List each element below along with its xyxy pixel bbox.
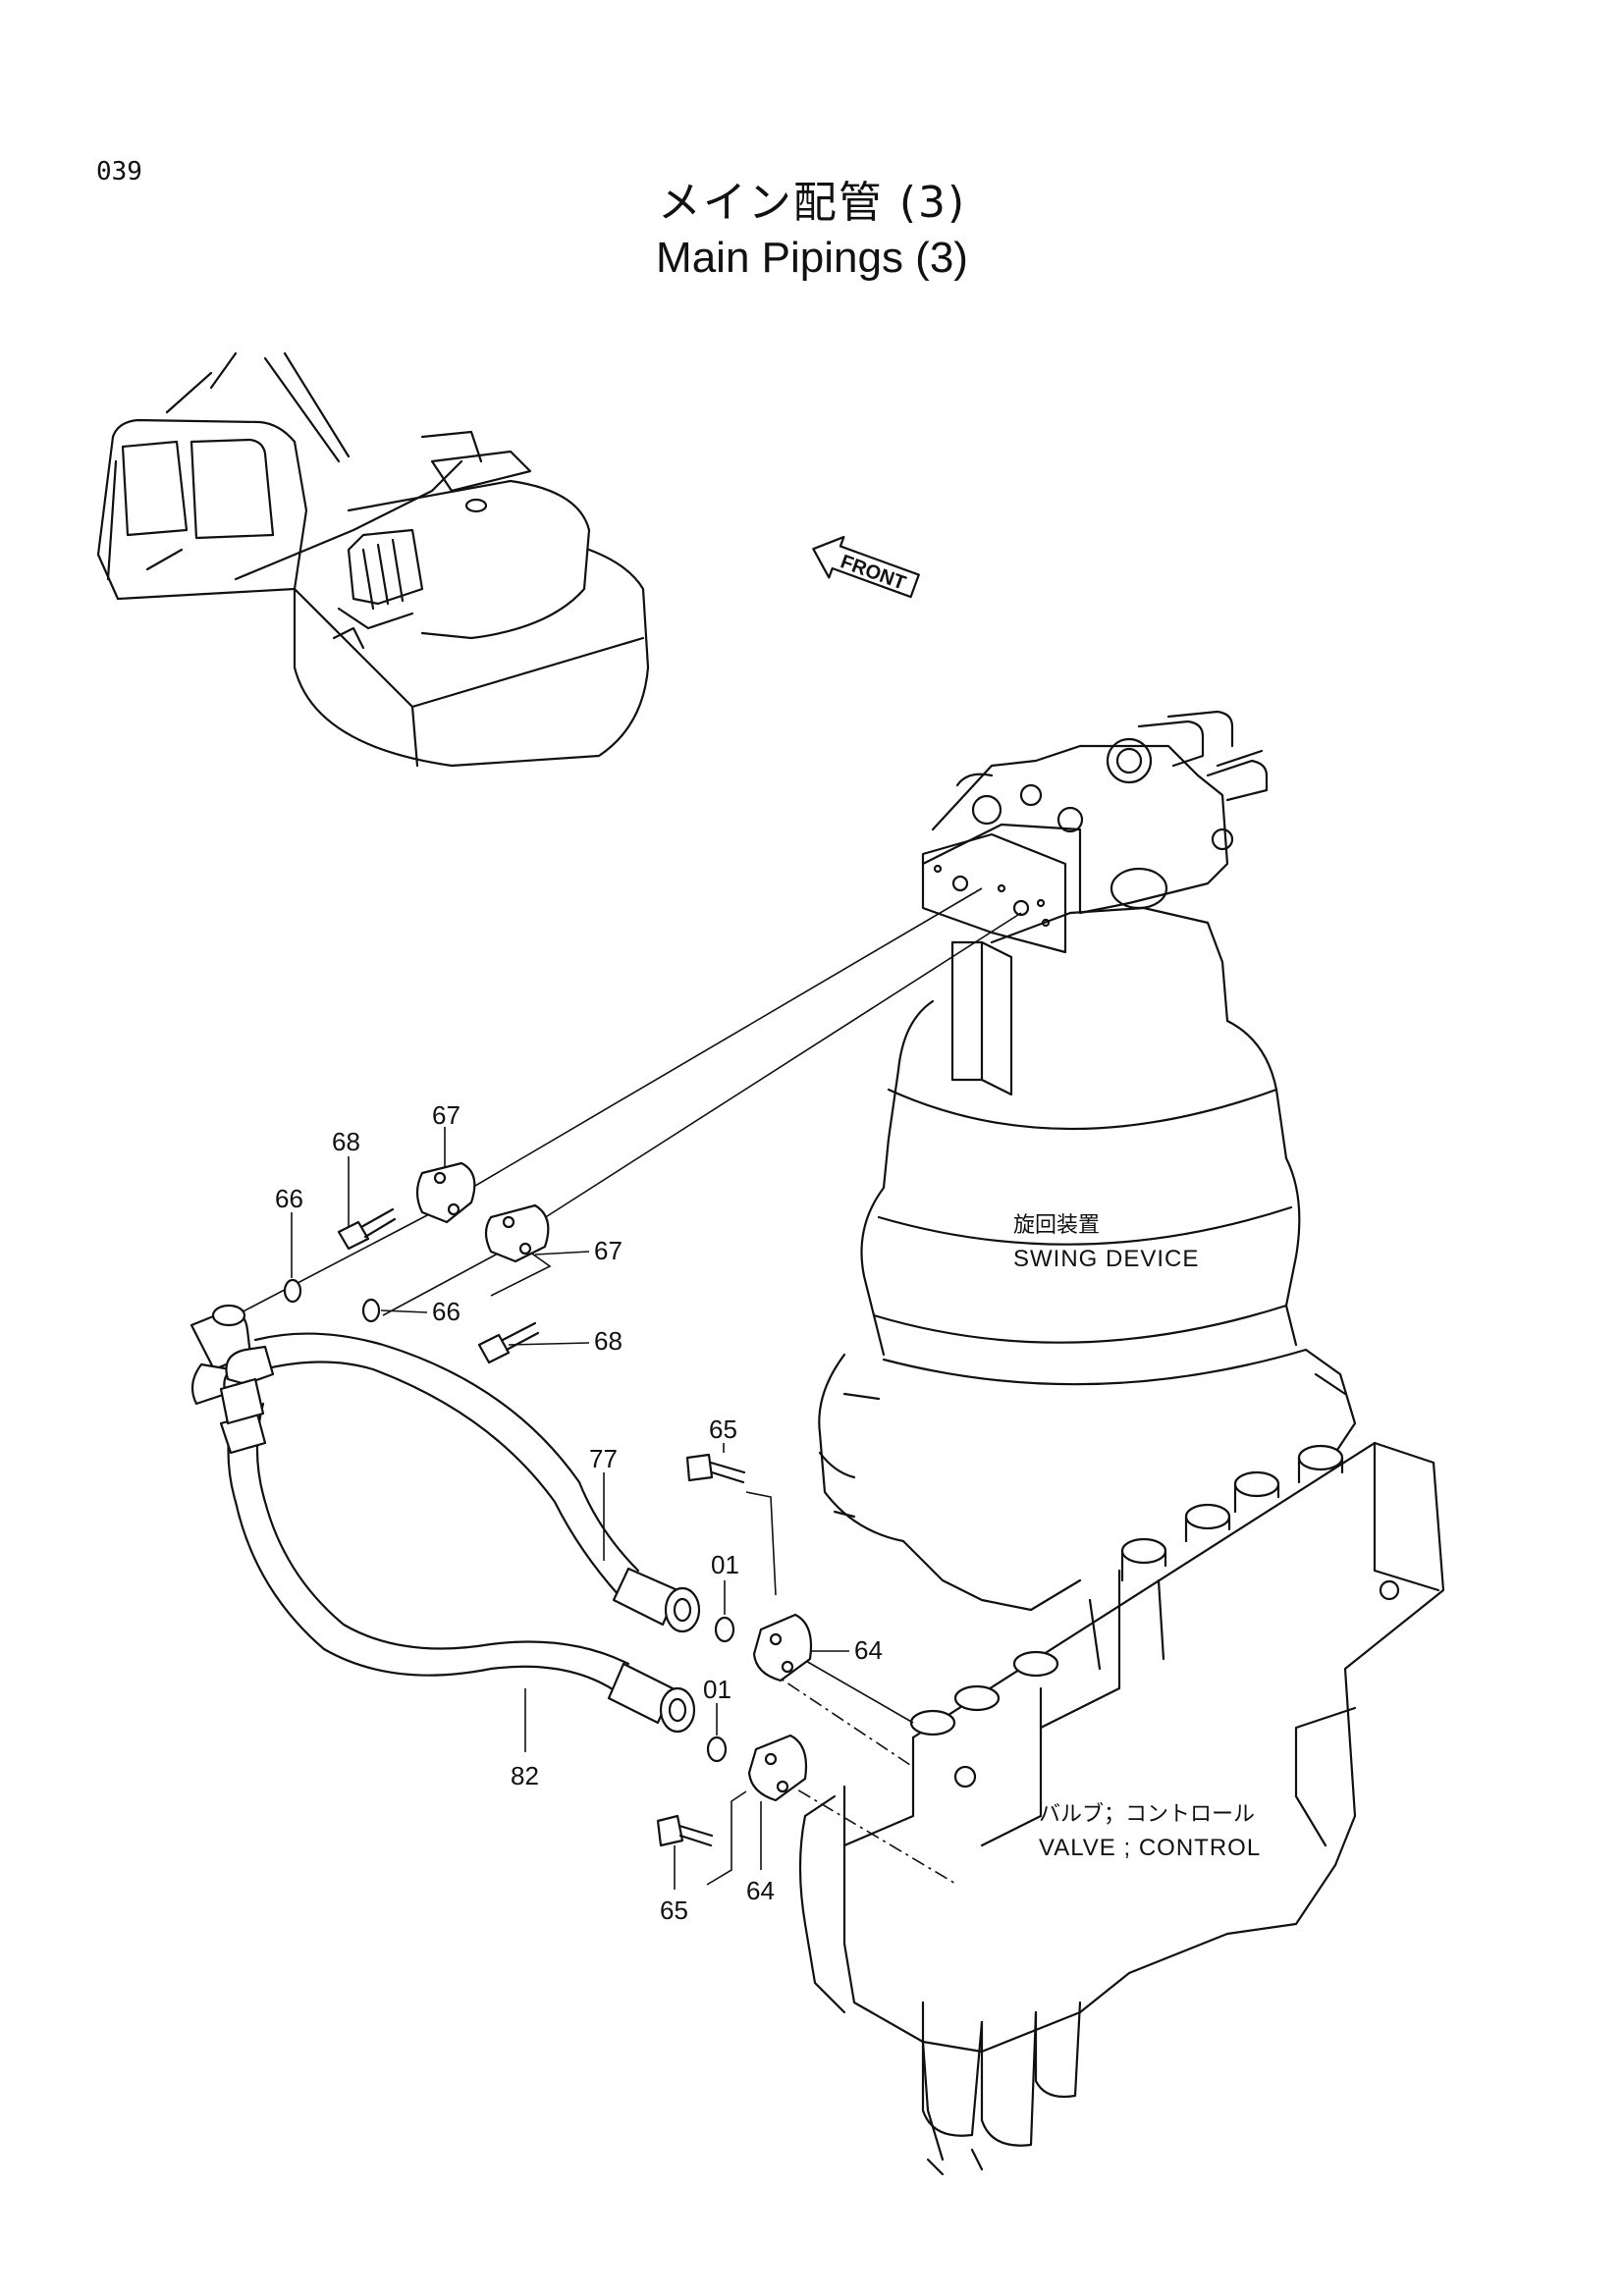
- split-flange-67-lower: [484, 1203, 550, 1263]
- connection-lines: [235, 887, 1022, 1886]
- bolt-65-upper: [685, 1453, 746, 1484]
- callout-82: 82: [511, 1761, 539, 1790]
- callout-64-upper: 64: [854, 1635, 883, 1665]
- callout-65-lower: 65: [660, 1896, 688, 1925]
- callout-77: 77: [589, 1444, 618, 1473]
- callout-68-lower: 68: [594, 1326, 623, 1356]
- hose-77: [253, 1332, 701, 1633]
- split-flange-64-lower: [747, 1734, 808, 1802]
- component-captions: 旋回装置 SWING DEVICE バルブ；コントロール VALVE ; CON…: [1013, 1213, 1261, 1861]
- split-flange-64-upper: [752, 1613, 813, 1682]
- callout-67-lower: 67: [594, 1236, 623, 1265]
- o-ring-66-lower: [361, 1298, 381, 1323]
- swing-device-label-en: SWING DEVICE: [1013, 1246, 1199, 1272]
- callout-01-lower: 01: [703, 1675, 731, 1704]
- control-valve-illustration: [798, 1441, 1445, 2176]
- valve-spool-caps: [909, 1444, 1344, 1736]
- callout-67-upper: 67: [432, 1100, 460, 1130]
- callout-66-upper: 66: [275, 1184, 303, 1213]
- control-valve-label-en: VALVE ; CONTROL: [1039, 1835, 1261, 1861]
- split-flange-67-upper: [415, 1161, 476, 1224]
- callout-66-lower: 66: [432, 1297, 460, 1326]
- bolt-68-lower: [477, 1321, 540, 1364]
- callout-68-upper: 68: [332, 1127, 360, 1156]
- callout-65-upper: 65: [709, 1415, 737, 1444]
- swing-device-illustration: [818, 710, 1357, 1612]
- page-number: 039: [96, 157, 142, 187]
- bolt-65-lower: [656, 1814, 714, 1847]
- excavator-overview-illustration: [96, 351, 650, 768]
- callout-01-upper: 01: [711, 1550, 739, 1579]
- hose-82: [219, 1392, 696, 1734]
- bolt-68-upper: [337, 1207, 397, 1251]
- callout-64-lower: 64: [746, 1876, 775, 1905]
- o-ring-01-upper: [714, 1616, 735, 1643]
- title-block: メイン配管 (3) Main Pipings (3): [0, 167, 1624, 283]
- o-ring-01-lower: [706, 1735, 728, 1763]
- title-english: Main Pipings (3): [656, 234, 968, 282]
- front-direction-arrow: FRONT: [812, 535, 920, 599]
- control-valve-label-jp: バルブ；コントロール: [1039, 1802, 1255, 1827]
- callout-leaders: [291, 1127, 849, 1890]
- callout-numbers: 67 68 66 67 66 68 65 77 01 64 01 82 64 6…: [275, 1100, 883, 1925]
- title-japanese: メイン配管 (3): [657, 178, 967, 228]
- elbow-fittings: [189, 1304, 275, 1425]
- o-ring-66-upper: [283, 1278, 302, 1304]
- swing-device-label-jp: 旋回装置: [1013, 1213, 1100, 1238]
